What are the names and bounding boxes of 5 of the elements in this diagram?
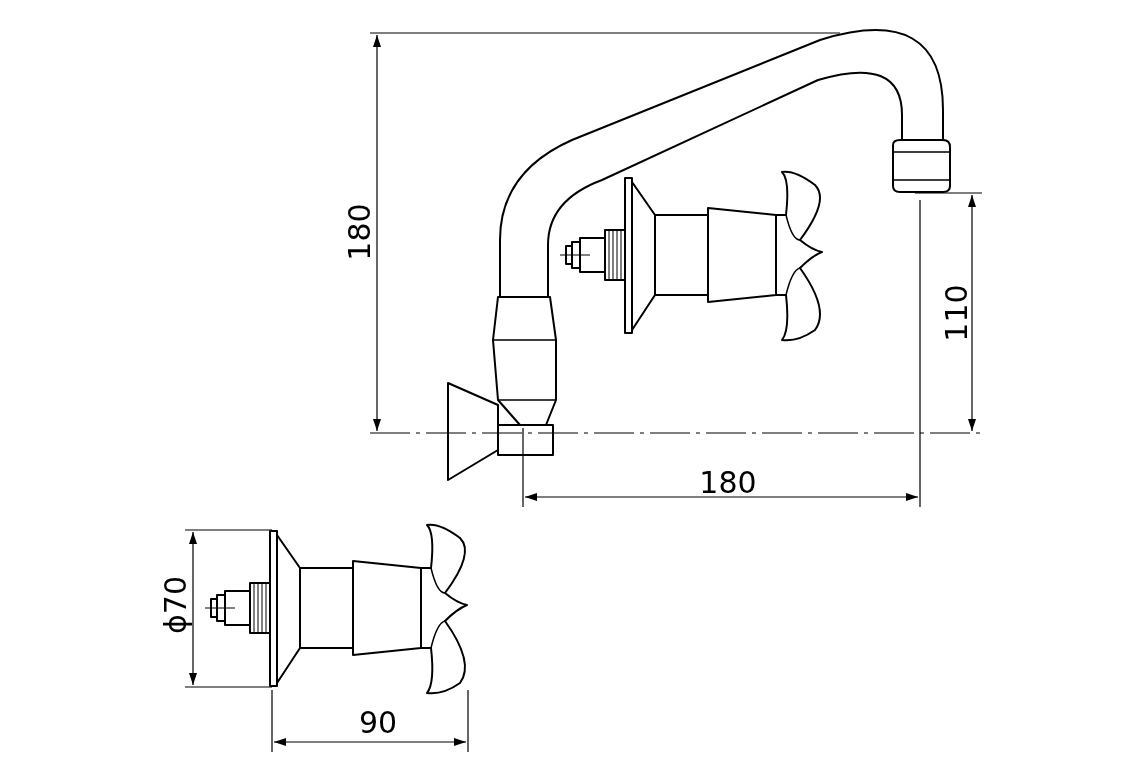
dimension-value: 110	[942, 284, 972, 342]
dimension-value: 180	[699, 468, 757, 498]
dimension-value: 180	[345, 203, 375, 261]
dimension-value: ϕ70	[161, 576, 191, 634]
dimension-value: 90	[358, 708, 398, 738]
